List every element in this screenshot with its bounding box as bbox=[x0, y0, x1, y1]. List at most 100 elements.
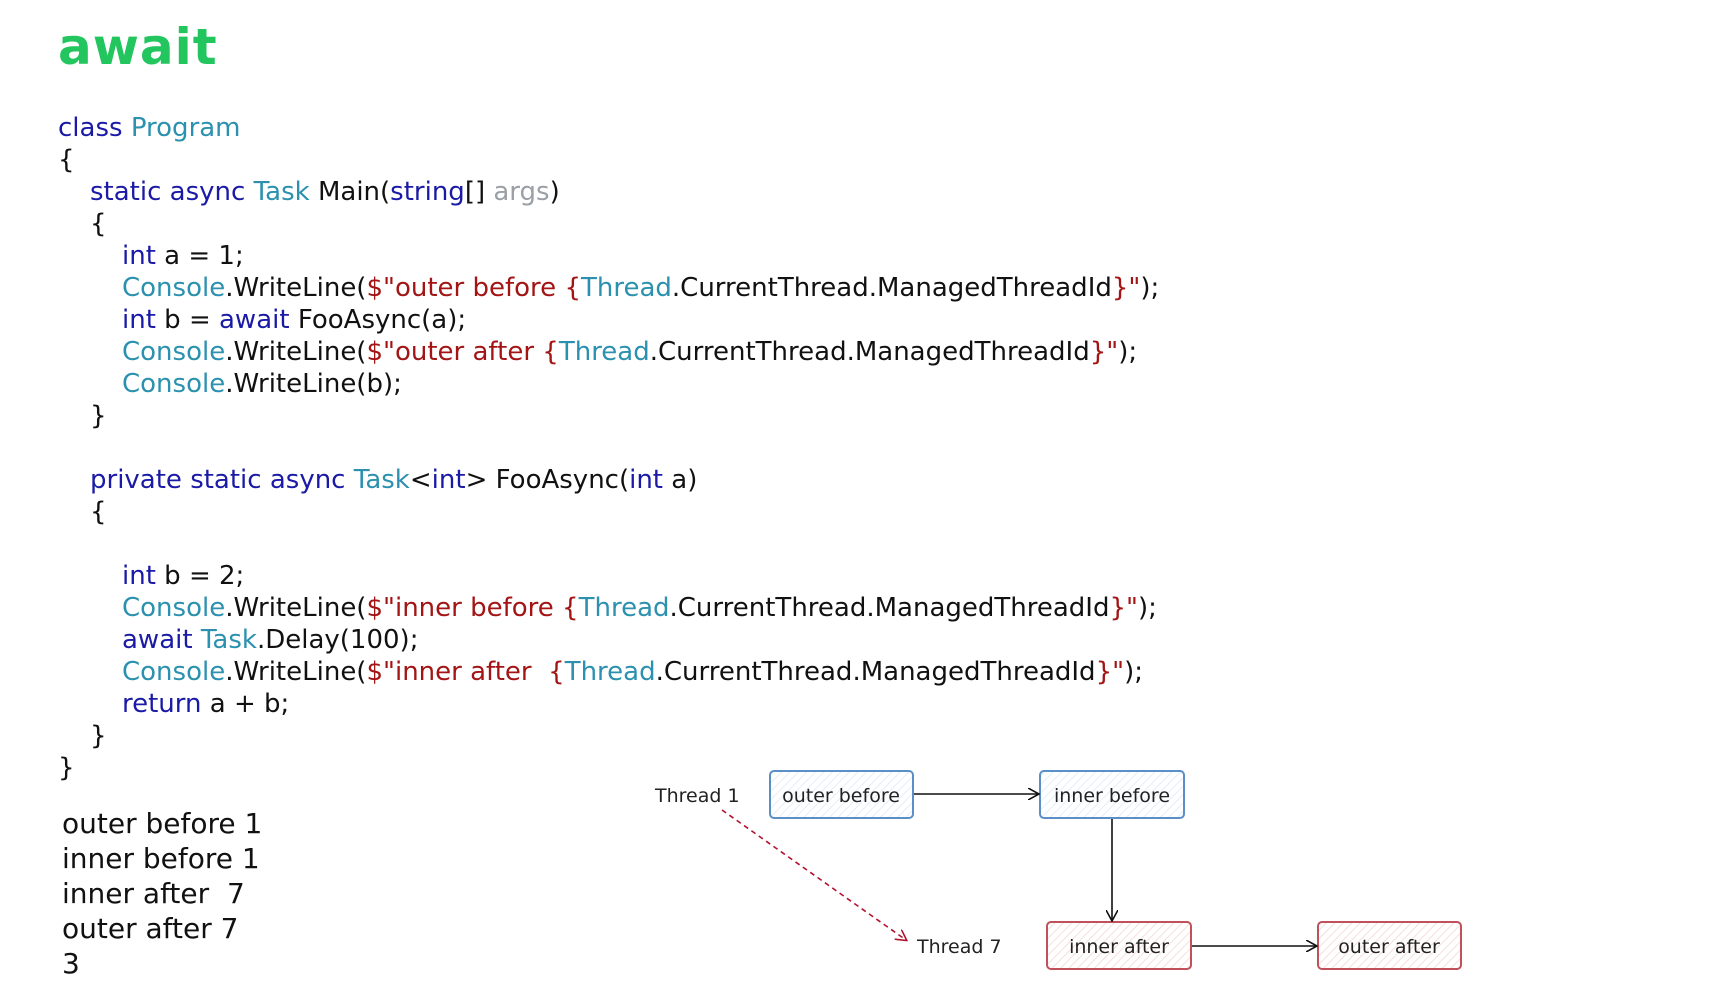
param-name: args bbox=[493, 177, 550, 207]
brace-close: } bbox=[90, 401, 107, 431]
code-text: > FooAsync( bbox=[465, 465, 630, 495]
type-name: Thread bbox=[578, 593, 670, 623]
node-outer-before: outer before bbox=[769, 770, 914, 819]
code-line-foo-signature: private static async Task<int> FooAsync(… bbox=[58, 464, 1159, 496]
output-line: 3 bbox=[62, 947, 80, 980]
brace-open: { bbox=[58, 145, 75, 175]
code-text: ); bbox=[1124, 657, 1143, 687]
code-line-class: class Program bbox=[58, 112, 1159, 144]
code-text: a + b; bbox=[201, 689, 290, 719]
string-literal: $"inner before { bbox=[366, 593, 579, 623]
inner-before-label: inner before bbox=[1054, 785, 1170, 807]
code-text: .WriteLine(b); bbox=[225, 369, 402, 399]
type-name: Thread bbox=[558, 337, 650, 367]
type-name: Console bbox=[122, 337, 226, 367]
console-output: outer before 1 inner before 1 inner afte… bbox=[62, 806, 262, 981]
code-text: b = bbox=[155, 305, 219, 335]
type-name: Console bbox=[122, 369, 226, 399]
code-line-main-signature: static async Task Main(string[] args) bbox=[58, 176, 1159, 208]
brace-close: } bbox=[90, 721, 107, 751]
type-name: Console bbox=[122, 593, 226, 623]
keyword: int bbox=[122, 561, 156, 591]
brace-open: { bbox=[90, 497, 107, 527]
outer-after-box bbox=[1317, 921, 1462, 970]
string-literal: }" bbox=[1089, 337, 1119, 367]
code-text: b = 2; bbox=[155, 561, 245, 591]
output-line: inner before 1 bbox=[62, 842, 260, 875]
keyword: int bbox=[431, 465, 466, 495]
code-line-return: return a + b; bbox=[58, 688, 1159, 720]
code-text: .CurrentThread.ManagedThreadId bbox=[655, 657, 1096, 687]
code-text: ) bbox=[549, 177, 560, 207]
string-literal: $"outer after { bbox=[366, 337, 559, 367]
keyword: int bbox=[629, 465, 664, 495]
thread-switch-arrow bbox=[721, 809, 906, 940]
output-line: inner after 7 bbox=[62, 877, 245, 910]
code-line-outer-after: Console.WriteLine($"outer after {Thread.… bbox=[58, 336, 1159, 368]
inner-after-box bbox=[1046, 921, 1192, 970]
keyword: await bbox=[219, 305, 290, 335]
code-line-inner-before: Console.WriteLine($"inner before {Thread… bbox=[58, 592, 1159, 624]
string-literal: }" bbox=[1095, 657, 1125, 687]
inner-before-box bbox=[1039, 770, 1185, 819]
code-text: [] bbox=[464, 177, 494, 207]
string-literal: }" bbox=[1109, 593, 1138, 623]
code-text: ); bbox=[1118, 337, 1138, 367]
output-line: outer before 1 bbox=[62, 807, 263, 840]
code-text: .WriteLine( bbox=[225, 657, 367, 687]
code-text: .CurrentThread.ManagedThreadId bbox=[649, 337, 1090, 367]
string-literal: }" bbox=[1111, 273, 1141, 303]
keyword: static async bbox=[90, 177, 246, 207]
outer-before-label: outer before bbox=[782, 785, 900, 807]
type-name: Thread bbox=[564, 657, 656, 687]
keyword: string bbox=[390, 177, 465, 207]
keyword: private static async bbox=[90, 465, 346, 495]
type-name: Thread bbox=[580, 273, 672, 303]
type-name: Task bbox=[253, 177, 310, 207]
outer-before-box bbox=[769, 770, 914, 819]
code-text: a = 1; bbox=[155, 241, 244, 271]
code-text: < bbox=[409, 465, 432, 495]
keyword: class bbox=[58, 113, 123, 143]
code-line-writeline-b: Console.WriteLine(b); bbox=[58, 368, 1159, 400]
keyword: int bbox=[122, 305, 156, 335]
outer-after-label: outer after bbox=[1338, 936, 1440, 958]
method-name: Main( bbox=[317, 177, 391, 207]
keyword: return bbox=[122, 689, 202, 719]
brace-close: } bbox=[58, 753, 75, 783]
code-text: ); bbox=[1138, 593, 1157, 623]
code-text: .WriteLine( bbox=[225, 593, 367, 623]
code-line-await-foo: int b = await FooAsync(a); bbox=[58, 304, 1159, 336]
brace-open: { bbox=[90, 209, 107, 239]
thread-7-label: Thread 7 bbox=[916, 936, 1002, 958]
code-text: .Delay(100); bbox=[256, 625, 419, 655]
output-line: outer after 7 bbox=[62, 912, 239, 945]
string-literal: $"inner after { bbox=[366, 657, 565, 687]
code-text: .CurrentThread.ManagedThreadId bbox=[669, 593, 1110, 623]
code-line-outer-before: Console.WriteLine($"outer before {Thread… bbox=[58, 272, 1159, 304]
node-inner-after: inner after bbox=[1046, 921, 1192, 970]
keyword: int bbox=[122, 241, 156, 271]
code-text: a) bbox=[663, 465, 698, 495]
code-text: .WriteLine( bbox=[225, 273, 367, 303]
keyword: await bbox=[122, 625, 193, 655]
code-text: ); bbox=[1140, 273, 1160, 303]
slide-title: await bbox=[58, 18, 218, 76]
code-line-inner-after: Console.WriteLine($"inner after {Thread.… bbox=[58, 656, 1159, 688]
code-line-int-a: int a = 1; bbox=[58, 240, 1159, 272]
code-text: .CurrentThread.ManagedThreadId bbox=[671, 273, 1112, 303]
node-inner-before: inner before bbox=[1039, 770, 1185, 819]
thread-1-label: Thread 1 bbox=[654, 785, 740, 807]
code-text: FooAsync(a); bbox=[289, 305, 467, 335]
code-text: .WriteLine( bbox=[225, 337, 367, 367]
type-name: Program bbox=[130, 113, 241, 143]
string-literal: $"outer before { bbox=[366, 273, 581, 303]
type-name: Task bbox=[200, 625, 257, 655]
type-name: Console bbox=[122, 657, 226, 687]
inner-after-label: inner after bbox=[1069, 936, 1169, 958]
code-block: class Program { static async Task Main(s… bbox=[58, 112, 1159, 784]
code-line-int-b: int b = 2; bbox=[58, 560, 1159, 592]
node-outer-after: outer after bbox=[1317, 921, 1462, 970]
type-name: Task bbox=[353, 465, 410, 495]
